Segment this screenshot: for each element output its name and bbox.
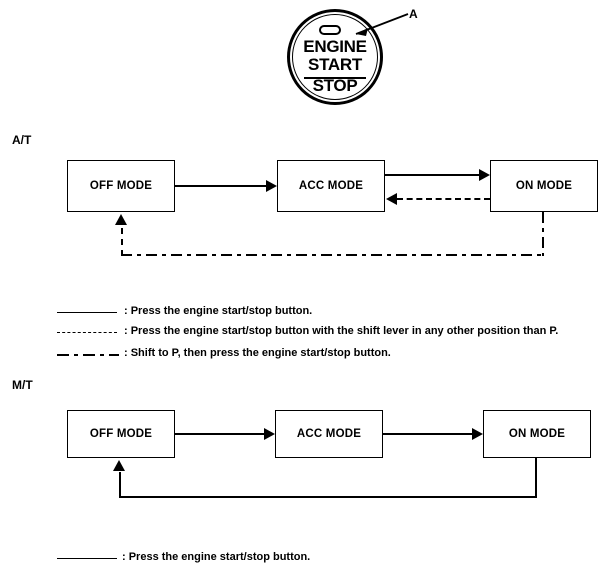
mt-arrow-off-to-acc-line bbox=[175, 433, 265, 435]
at-box-off-mode: OFF MODE bbox=[67, 160, 175, 212]
at-return-riser-line bbox=[121, 228, 123, 256]
mt-box-off-mode: OFF MODE bbox=[67, 410, 175, 458]
mt-box-on-mode: ON MODE bbox=[483, 410, 591, 458]
at-box-acc-mode-label: ACC MODE bbox=[298, 180, 364, 192]
at-return-horizontal-line bbox=[121, 254, 544, 256]
button-inner-ring bbox=[292, 14, 378, 100]
legend-at-swatch-dashed bbox=[57, 332, 117, 333]
at-arrow-acc-to-on-head bbox=[479, 169, 490, 181]
section-label-at: A/T bbox=[12, 133, 32, 147]
at-arrow-off-to-acc-line bbox=[175, 185, 267, 187]
callout-leader-line bbox=[355, 13, 409, 36]
at-arrow-on-to-acc-head bbox=[386, 193, 397, 205]
mt-box-on-mode-label: ON MODE bbox=[508, 428, 566, 440]
button-text-engine: ENGINE bbox=[303, 37, 367, 56]
button-text-stop: STOP bbox=[312, 76, 358, 95]
at-arrow-on-to-acc-line bbox=[397, 198, 490, 200]
legend-at-text-dashed: : Press the engine start/stop button wit… bbox=[124, 325, 559, 337]
callout-label-a: A bbox=[409, 7, 418, 21]
at-box-off-mode-label: OFF MODE bbox=[89, 180, 153, 192]
mt-return-arrow-head bbox=[113, 460, 125, 471]
at-box-acc-mode: ACC MODE bbox=[277, 160, 385, 212]
legend-mt-text-solid: : Press the engine start/stop button. bbox=[122, 551, 311, 563]
mt-arrow-acc-to-on-head bbox=[472, 428, 483, 440]
mt-box-acc-mode-label: ACC MODE bbox=[296, 428, 362, 440]
legend-at-swatch-dashdot bbox=[57, 354, 119, 356]
button-text-divider bbox=[304, 77, 366, 79]
mt-return-vertical-line bbox=[535, 458, 537, 498]
legend-at-text-dashdot: : Shift to P, then press the engine star… bbox=[124, 347, 391, 359]
indicator-lamp-icon bbox=[319, 25, 341, 35]
button-text-start: START bbox=[308, 55, 362, 74]
at-arrow-acc-to-on-line bbox=[385, 174, 479, 176]
section-label-mt: M/T bbox=[12, 378, 33, 392]
button-face-text: ENGINE START STOP bbox=[292, 38, 378, 94]
at-arrow-off-to-acc-head bbox=[266, 180, 277, 192]
at-box-on-mode: ON MODE bbox=[490, 160, 598, 212]
mt-box-acc-mode: ACC MODE bbox=[275, 410, 383, 458]
mt-return-riser-line bbox=[119, 472, 121, 498]
at-box-on-mode-label: ON MODE bbox=[515, 180, 573, 192]
at-return-vertical-line bbox=[542, 212, 544, 256]
legend-at-swatch-solid bbox=[57, 312, 117, 313]
legend-at-text-solid: : Press the engine start/stop button. bbox=[124, 305, 313, 317]
mt-arrow-off-to-acc-head bbox=[264, 428, 275, 440]
legend-mt-swatch-solid bbox=[57, 558, 117, 559]
mt-arrow-acc-to-on-line bbox=[383, 433, 473, 435]
mt-return-horizontal-line bbox=[119, 496, 537, 498]
at-return-arrow-head bbox=[115, 214, 127, 225]
mt-box-off-mode-label: OFF MODE bbox=[89, 428, 153, 440]
